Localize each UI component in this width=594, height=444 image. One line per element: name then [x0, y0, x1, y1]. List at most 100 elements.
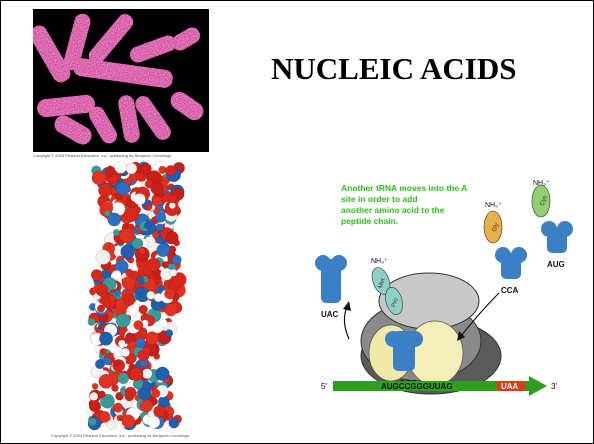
- atom-sphere: [155, 223, 164, 232]
- atom-sphere: [141, 381, 151, 391]
- atom-sphere: [171, 272, 187, 288]
- svg-text:Cys: Cys: [540, 195, 549, 207]
- atom-sphere: [103, 356, 112, 366]
- atom-sphere: [158, 395, 170, 408]
- svg-text:Gly: Gly: [492, 222, 501, 233]
- atom-sphere: [89, 392, 99, 401]
- atom-sphere: [107, 212, 122, 227]
- atom-sphere: [111, 384, 119, 392]
- atom-sphere: [139, 399, 154, 413]
- chromosome-image: [33, 9, 209, 152]
- amino-acid-gly: [483, 210, 503, 244]
- atom-sphere: [121, 414, 136, 429]
- atom-sphere: [155, 211, 167, 223]
- atom-sphere: [87, 317, 96, 326]
- atom-sphere: [114, 259, 129, 274]
- atom-sphere: [100, 393, 115, 409]
- atom-sphere: [168, 417, 180, 429]
- atom-sphere: [147, 415, 161, 429]
- atom-sphere: [90, 269, 103, 281]
- atom-sphere: [144, 203, 153, 211]
- atom-sphere: [97, 304, 106, 313]
- stop-codon: UAA: [501, 382, 519, 391]
- atom-sphere: [98, 183, 113, 198]
- amino-acid-cys: [531, 184, 551, 218]
- atom-sphere: [159, 318, 168, 328]
- atom-sphere: [91, 382, 99, 390]
- atom-sphere: [124, 386, 137, 399]
- translation-diagram: Another tRNA moves into the A site in or…: [311, 171, 581, 411]
- exiting-trna: UAC: [315, 255, 347, 319]
- incoming-anticodon-b: AUG: [547, 260, 565, 269]
- atom-sphere: [124, 206, 140, 222]
- atom-sphere: [105, 166, 116, 178]
- atom-sphere: [141, 368, 153, 379]
- atom-sphere: [155, 366, 170, 381]
- atom-sphere: [131, 237, 144, 250]
- atom-sphere: [137, 349, 150, 362]
- atom-sphere: [89, 400, 102, 413]
- atom-sphere: [146, 257, 161, 272]
- amino-acid-pro: [385, 287, 403, 315]
- note-line-4: peptide chain.: [341, 216, 398, 226]
- atom-sphere: [161, 261, 169, 269]
- atom-sphere: [88, 417, 97, 427]
- atom-sphere: [98, 373, 114, 389]
- dna-helix-image: [61, 160, 211, 431]
- atom-sphere: [138, 304, 148, 315]
- atom-sphere: [158, 165, 167, 174]
- incoming-trna-gly: Gly CCA: [483, 210, 527, 295]
- atom-sphere: [168, 194, 178, 204]
- chromosome-credit: Copyright © 2004 Pearson Education, Inc.…: [33, 153, 172, 158]
- svg-text:Met: Met: [378, 278, 387, 290]
- atom-sphere: [99, 348, 107, 356]
- atom-sphere: [109, 295, 116, 303]
- atom-sphere: [106, 419, 117, 430]
- atom-sphere: [112, 402, 123, 413]
- atom-sphere: [111, 269, 122, 280]
- nh3-label-met: NH₃⁺: [371, 258, 388, 265]
- atom-sphere: [113, 359, 121, 367]
- atom-sphere: [104, 209, 111, 217]
- atom-sphere: [150, 181, 164, 195]
- atom-sphere: [91, 170, 107, 186]
- atom-sphere: [165, 329, 174, 338]
- atom-sphere: [118, 339, 126, 348]
- atom-sphere: [135, 286, 144, 295]
- atom-sphere: [129, 366, 144, 381]
- atom-sphere: [120, 244, 136, 260]
- atom-sphere: [145, 331, 159, 345]
- nh3-label-gly: NH₃⁺: [485, 202, 502, 209]
- incoming-anticodon-a: CCA: [501, 286, 519, 295]
- note-line-1: Another tRNA moves into the A: [341, 183, 467, 193]
- atom-sphere: [144, 221, 152, 230]
- atom-sphere: [99, 331, 113, 346]
- atom-sphere: [113, 248, 122, 257]
- atom-sphere: [165, 231, 179, 245]
- atom-sphere: [115, 313, 131, 328]
- atom-sphere: [168, 201, 176, 209]
- atom-sphere: [153, 405, 166, 418]
- ribosome: [360, 272, 502, 395]
- atom-sphere: [116, 181, 130, 196]
- atom-sphere: [152, 231, 160, 239]
- atom-sphere: [95, 283, 109, 297]
- atom-sphere: [169, 269, 178, 277]
- five-prime-label: 5': [321, 382, 327, 391]
- dna-credit: Copyright © 2004 Pearson Education, Inc.…: [51, 433, 190, 438]
- atom-sphere: [114, 289, 122, 297]
- atom-sphere: [112, 228, 120, 236]
- exiting-anticodon: UAC: [321, 310, 339, 319]
- atom-sphere: [125, 268, 134, 277]
- atom-sphere: [151, 388, 161, 398]
- slide-title: NUCLEIC ACIDS: [271, 51, 517, 86]
- atom-sphere: [99, 411, 111, 423]
- nh3-label-cys: NH₃⁺: [533, 180, 550, 187]
- atom-sphere: [171, 254, 182, 265]
- note-line-3: another amino acid to the: [341, 205, 445, 215]
- atom-sphere: [135, 337, 146, 349]
- atom-sphere: [117, 372, 130, 385]
- atom-sphere: [133, 320, 144, 331]
- atom-sphere: [164, 288, 176, 300]
